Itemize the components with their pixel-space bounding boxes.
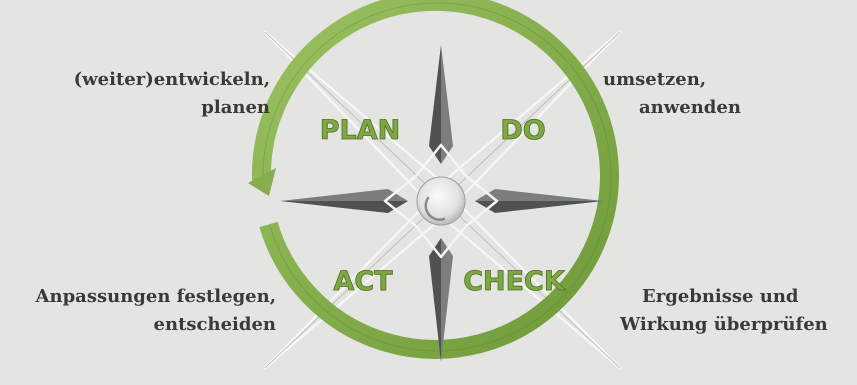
- do-description: umsetzen, anwenden: [595, 66, 795, 122]
- plan-label: PLAN: [320, 115, 401, 146]
- plan-description: (weiter)entwickeln, planen: [20, 66, 270, 122]
- check-label: CHECK: [463, 266, 566, 297]
- plan-description-line: (weiter)entwickeln,: [73, 69, 270, 90]
- compass-rose-icon: [280, 45, 603, 362]
- do-description-line: anwenden: [639, 97, 741, 118]
- check-description-line: Ergebnisse und: [642, 286, 799, 307]
- act-label: ACT: [333, 266, 393, 297]
- act-description-line: Anpassungen festlegen,: [35, 286, 276, 307]
- do-description-line: umsetzen,: [603, 69, 707, 90]
- cycle-arrow-icon: [248, 0, 619, 359]
- plan-description-line: planen: [201, 97, 270, 118]
- check-description-line: Wirkung überprüfen: [620, 314, 828, 335]
- act-description-line: entscheiden: [153, 314, 276, 335]
- check-description: Ergebnisse und Wirkung überprüfen: [620, 283, 857, 339]
- act-description: Anpassungen festlegen, entscheiden: [0, 283, 276, 339]
- do-label: DO: [500, 115, 545, 146]
